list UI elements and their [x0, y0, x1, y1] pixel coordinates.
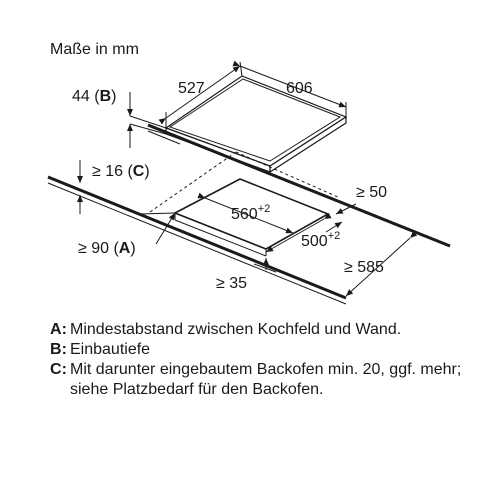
legend-text: Einbautiefe: [70, 341, 151, 358]
side-edge-dimension: [253, 258, 277, 273]
gap-dimension: [77, 160, 141, 215]
worktop-back-edge: [147, 123, 451, 248]
legend: A: Mindestabstand zwischen Kochfeld und …: [50, 320, 490, 400]
wall-distance-dimension: [139, 212, 176, 245]
cutout-depth-label: 500+2: [301, 230, 340, 250]
cooktop-depth-label: 606: [286, 80, 313, 97]
cooktop-width-label: 527: [178, 80, 205, 97]
legend-item-a: A: Mindestabstand zwischen Kochfeld und …: [50, 320, 490, 340]
legend-text: Mindestabstand zwischen Kochfeld und Wan…: [70, 321, 402, 338]
page-title: Maße in mm: [50, 41, 139, 58]
wall-distance-label: ≥ 90 (A): [78, 240, 136, 257]
side-edge-label: ≥ 35: [216, 275, 247, 292]
projection-dashes: [149, 151, 341, 213]
cutout-width-label: 560+2: [231, 203, 270, 223]
front-edge-label: ≥ 50: [356, 184, 387, 201]
legend-key: A:: [50, 321, 67, 338]
thickness-dimension: [127, 92, 167, 148]
legend-item-c: C: Mit darunter eingebautem Backofen min…: [50, 360, 490, 400]
cooktop-dimension-lines: [158, 60, 347, 128]
worktop-depth-dimension: [345, 231, 418, 297]
legend-key: B:: [50, 341, 67, 358]
legend-key: C:: [50, 361, 67, 378]
thickness-label: 44 (B): [72, 88, 116, 105]
cutout-dimension-lines: [197, 192, 332, 253]
legend-item-b: B: Einbautiefe: [50, 340, 490, 360]
front-edge-dimension: [325, 203, 357, 233]
gap-label: ≥ 16 (C): [92, 163, 150, 180]
legend-text: Mit darunter eingebautem Backofen min. 2…: [70, 361, 462, 398]
